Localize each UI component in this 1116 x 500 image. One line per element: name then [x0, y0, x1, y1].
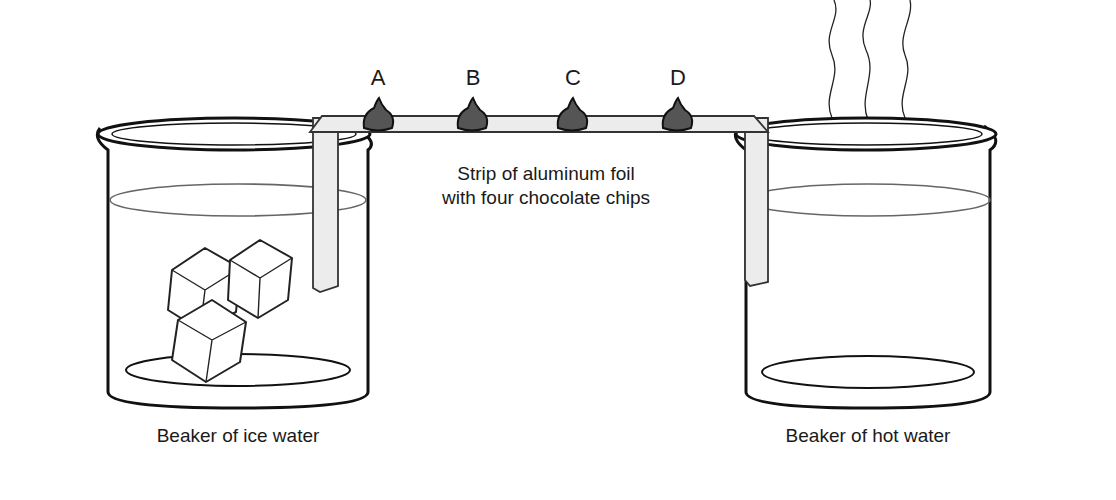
chocolate-chips: [364, 98, 692, 131]
foil-label: Strip of aluminum foil with four chocola…: [439, 162, 654, 210]
ice-beaker: [97, 118, 371, 408]
chip-letter: B: [466, 64, 481, 92]
chip-letter: A: [371, 64, 386, 92]
beaker-label: Beaker of ice water: [157, 424, 320, 448]
aluminum-foil: [310, 116, 768, 292]
chip-letter: D: [670, 64, 686, 92]
beaker-label: Beaker of hot water: [786, 424, 951, 448]
chip-letter: C: [565, 64, 581, 92]
hot-beaker: [735, 118, 996, 408]
steam: [829, 0, 911, 120]
